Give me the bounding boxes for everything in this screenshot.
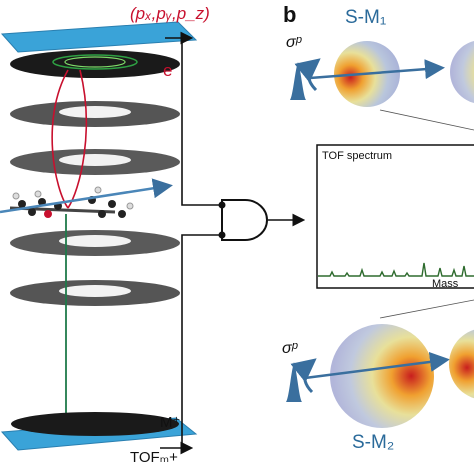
- electron-trajectory: [51, 69, 88, 209]
- laser-pulse-icon-bottom: [286, 362, 302, 402]
- state-m2-label: S-M₂: [352, 432, 395, 453]
- sphere-m2-right: [449, 329, 474, 399]
- sphere-m2: [330, 324, 434, 428]
- spectrum-trace: [318, 262, 474, 277]
- polarization-arrow-bottom: [290, 358, 317, 394]
- electrode-ring-2: [10, 149, 180, 175]
- sigma-bottom-label: σᵖ: [282, 340, 298, 357]
- sphere-m1-right: [450, 41, 474, 103]
- bottom-detector: [0, 412, 198, 451]
- callout-line-bottom: [379, 299, 474, 319]
- sigma-top-label: σᵖ: [286, 34, 302, 51]
- beam-m1: [309, 59, 445, 80]
- momentum-label: (pₓ,pᵧ,p_z): [130, 4, 210, 23]
- electrode-ring-1: [10, 101, 180, 127]
- tof-spectrum-box: [316, 144, 474, 289]
- top-detector: [0, 21, 198, 78]
- tof-m-label: TOFₘ+: [130, 449, 178, 466]
- callout-line-top: [379, 109, 474, 131]
- tof-spectrum-title: TOF spectrum: [322, 150, 393, 162]
- beam-m2: [304, 351, 450, 380]
- electrode-ring-3: [10, 230, 180, 256]
- electron-label: e: [163, 61, 173, 80]
- laser-beam: [0, 178, 173, 214]
- mass-axis-label: Mass: [432, 278, 459, 290]
- ion-label: M⁺: [160, 414, 181, 431]
- and-gate-icon: [218, 199, 268, 241]
- state-m1-label: S-M₁: [345, 7, 387, 28]
- panel-b-label: b: [283, 2, 297, 27]
- electrode-ring-4: [10, 280, 180, 306]
- polarization-arrow-top: [294, 58, 321, 92]
- signal-wires: [160, 31, 306, 455]
- laser-pulse-icon: [290, 62, 306, 100]
